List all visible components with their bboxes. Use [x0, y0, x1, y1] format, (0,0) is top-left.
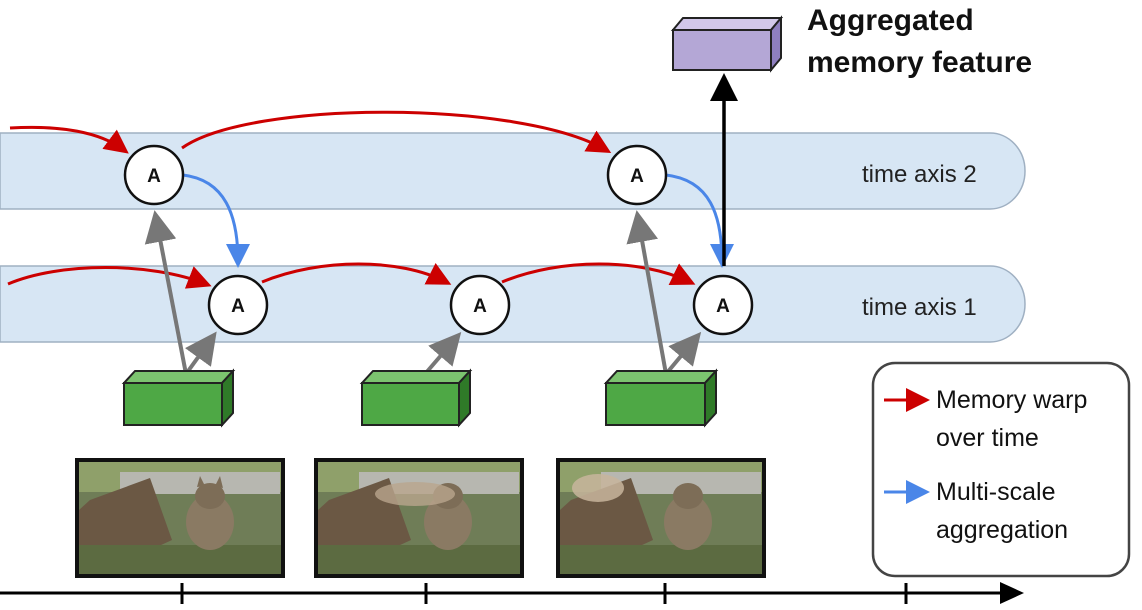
aggregation-node-axis2-2: A: [606, 144, 668, 206]
time-axis-2-label: time axis 2: [862, 161, 977, 188]
feature-arrow-block2-to-a1-2: [423, 331, 462, 376]
aggregation-node-axis1-3: A: [692, 274, 754, 336]
feature-block-3: [603, 368, 719, 428]
legend-item-multi-scale: Multi-scale aggregation: [884, 478, 1068, 544]
node-label: A: [147, 166, 161, 187]
legend-item-memory-warp: Memory warp over time: [884, 386, 1087, 452]
aggregation-node-axis2-1: A: [123, 144, 185, 206]
memory-warp-arrows-axis-1: [7, 262, 696, 289]
feature-arrow-block1-to-a1-1: [184, 331, 217, 376]
feature-block-2: [359, 368, 473, 428]
legend-multi-scale-line2: aggregation: [936, 516, 1068, 544]
feature-arrows: [144, 210, 702, 376]
legend-memory-warp-line1: Memory warp: [936, 386, 1087, 414]
warp-arrow-a1-2-to-a1-3: [501, 262, 696, 286]
warp-arrow-a2-1-to-a2-2: [181, 110, 612, 154]
aggregation-arrow-2: [665, 173, 734, 268]
warp-arrow-into-a1-1: [7, 266, 212, 289]
legend-multi-scale-line1: Multi-scale: [936, 478, 1055, 506]
timeline-arrowhead-icon: [1000, 582, 1024, 604]
time-axis-1-label: time axis 1: [862, 294, 977, 321]
output-title-line1: Aggregated: [807, 4, 974, 37]
time-axis-2-band: time axis 2: [0, 132, 1026, 210]
legend: Memory warp over time Multi-scale aggreg…: [871, 361, 1131, 578]
warp-arrow-a1-1-to-a1-2: [261, 262, 452, 285]
timeline-axis: [0, 582, 1024, 604]
video-frame-3: [556, 458, 766, 578]
node-label: A: [716, 296, 730, 317]
feature-arrow-block1-to-a2-1: [144, 210, 188, 375]
output-title-line2: memory feature: [807, 46, 1032, 79]
node-label: A: [231, 296, 245, 317]
feature-arrow-block3-to-a1-3: [664, 331, 702, 376]
feature-block-1: [121, 368, 236, 428]
warp-arrow-into-a2-1: [9, 125, 129, 154]
memory-warp-arrows-axis-2: [9, 110, 612, 154]
aggregated-memory-block: [670, 15, 784, 73]
node-label: A: [630, 166, 644, 187]
node-label: A: [473, 296, 487, 317]
aggregation-arrow-1: [182, 173, 250, 268]
aggregation-arrows: [182, 173, 734, 268]
video-frame-1: [75, 458, 285, 578]
video-frame-2: [314, 458, 524, 578]
aggregation-node-axis1-2: A: [449, 274, 511, 336]
aggregation-node-axis1-1: A: [207, 274, 269, 336]
legend-memory-warp-line2: over time: [936, 424, 1039, 452]
feature-arrow-block3-to-a2-2: [626, 210, 668, 375]
